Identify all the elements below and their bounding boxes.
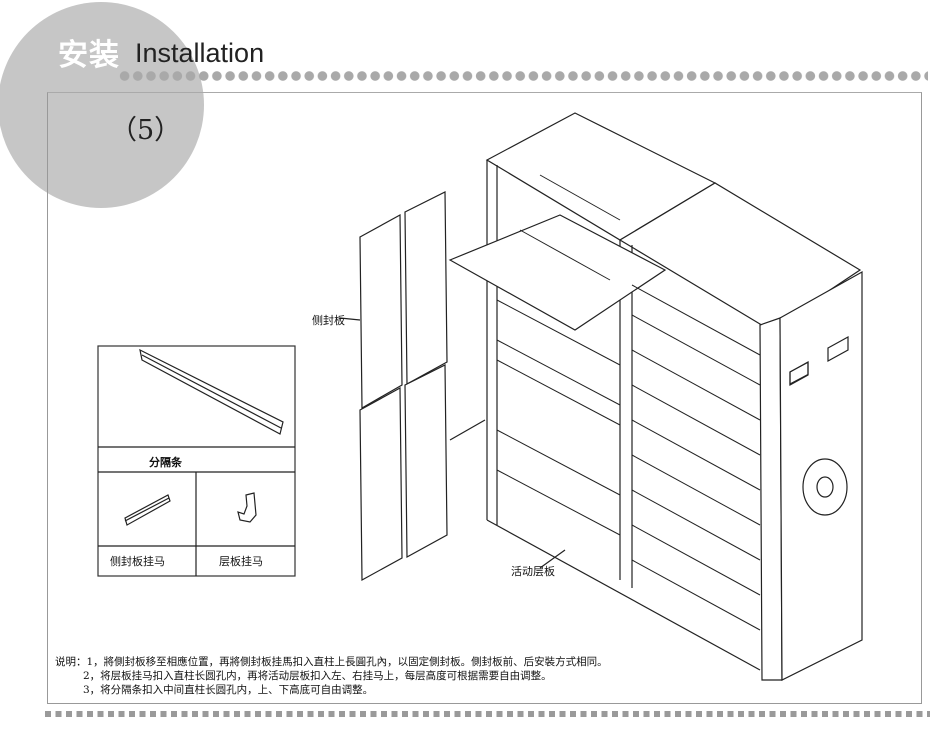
divider-bar-label: 分隔条	[149, 456, 182, 469]
shelf-hook-label: 层板挂马	[219, 555, 263, 568]
dashed-divider	[45, 711, 930, 717]
notes-prefix: 说明：	[55, 656, 87, 668]
note-item: 3，将分隔条扣入中间直柱长圆孔内，上、下高底可自由调整。	[83, 684, 374, 696]
side-panel-callout: 侧封板	[312, 314, 345, 327]
shelving-unit	[448, 112, 863, 681]
parts-table	[97, 345, 296, 577]
side-panel-hook-icon	[124, 494, 171, 526]
shelf-hook-icon	[237, 492, 257, 523]
title-english: Installation	[135, 38, 265, 68]
note-item: 2，将层板挂马扣入直柱长圆孔内，再将活动层板扣入左、右挂马上，每层高度可根据需要…	[83, 670, 552, 682]
step-circle-badge	[0, 2, 204, 208]
installation-notes: 说明：1，將側封板移至相應位置，再將側封板挂馬扣入直柱上長圓孔內，以固定側封板。…	[55, 655, 608, 697]
title-chinese: 安装	[58, 38, 120, 73]
note-item: 1，將側封板移至相應位置，再將側封板挂馬扣入直柱上長圓孔內，以固定側封板。側封板…	[86, 656, 608, 668]
movable-shelf-callout: 活动层板	[511, 565, 555, 578]
divider-bar-icon	[139, 348, 284, 435]
side-panel-hook-label: 侧封板挂马	[110, 555, 165, 568]
dotted-divider	[118, 70, 928, 82]
content-frame	[47, 92, 922, 704]
side-panels	[339, 191, 448, 582]
step-number: （5）	[110, 115, 182, 146]
